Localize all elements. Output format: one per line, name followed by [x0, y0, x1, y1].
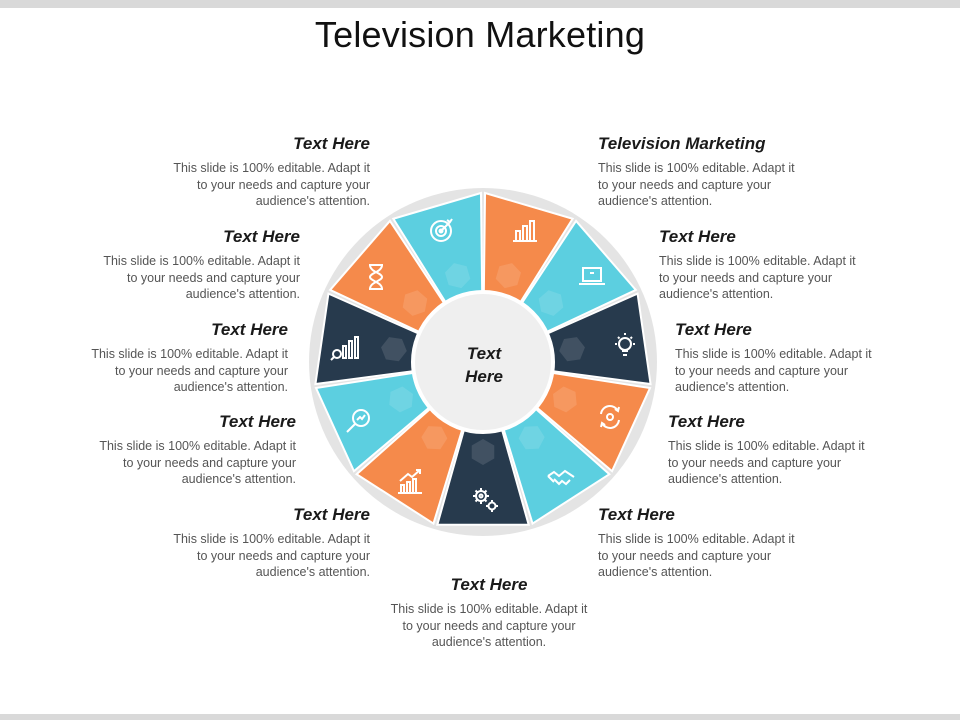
- text-block-heading: Text Here: [675, 320, 752, 339]
- text-block-heading: Text Here: [450, 575, 528, 594]
- text-block-bottom-center: Text Here This slide is 100% editable. A…: [364, 575, 614, 651]
- growth-chart-icon: [394, 465, 426, 497]
- text-block-right-2: Text Here This slide is 100% editable. A…: [659, 227, 909, 303]
- text-block-line: audience's attention.: [675, 380, 790, 394]
- text-block-line: This slide is 100% editable. Adapt it: [99, 439, 296, 453]
- handshake-icon: [545, 462, 577, 494]
- text-block-line: to your needs and capture your: [122, 455, 296, 470]
- text-block-line: This slide is 100% editable. Adapt it: [103, 254, 300, 268]
- text-block-line: to your needs and capture your: [598, 548, 772, 563]
- slide-title: Television Marketing: [314, 14, 646, 55]
- text-block-line: This slide is 100% editable. Adapt it: [598, 532, 795, 546]
- target-icon: [425, 214, 457, 246]
- segment-hexagon-decoration: [445, 263, 471, 289]
- text-block-heading: Text Here: [223, 227, 300, 246]
- magnifier-chart-icon: [343, 405, 375, 437]
- text-block-line: audience's attention.: [185, 287, 300, 301]
- segment-hexagon-decoration: [538, 290, 564, 316]
- center-circle: [411, 290, 555, 434]
- segment-hexagon-decoration: [421, 426, 448, 450]
- lightbulb-icon: [609, 329, 641, 361]
- text-block-line: to your needs and capture your: [402, 618, 576, 633]
- text-block-line: audience's attention.: [659, 287, 774, 301]
- text-block-top-right: Television Marketing This slide is 100% …: [598, 134, 848, 210]
- text-block-line: This slide is 100% editable. Adapt it: [668, 439, 865, 453]
- segment-hexagon-decoration: [495, 263, 521, 289]
- text-block-right-4: Text Here This slide is 100% editable. A…: [668, 412, 918, 488]
- text-block-heading: Text Here: [293, 134, 370, 153]
- text-block-line: audience's attention.: [598, 194, 713, 208]
- text-block-line: audience's attention.: [431, 635, 547, 649]
- text-block-line: to your needs and capture your: [668, 455, 842, 470]
- bottom-bar: [0, 714, 960, 720]
- text-block-heading: Text Here: [211, 320, 288, 339]
- text-block-line: This slide is 100% editable. Adapt it: [173, 532, 370, 546]
- text-block-heading: Text Here: [659, 227, 736, 246]
- top-bar: [0, 0, 960, 8]
- text-block-line: to your needs and capture your: [675, 363, 849, 378]
- text-block-line: This slide is 100% editable. Adapt it: [91, 347, 288, 361]
- laptop-icon: [576, 260, 608, 292]
- text-block-bottom-right: Text Here This slide is 100% editable. A…: [598, 505, 848, 581]
- segment-hexagon-decoration: [553, 386, 577, 413]
- segment-hexagon-decoration: [402, 290, 428, 316]
- segment-hexagon-decoration: [559, 337, 585, 362]
- text-block-line: This slide is 100% editable. Adapt it: [598, 161, 795, 175]
- text-block-line: audience's attention.: [598, 565, 713, 579]
- analytics-magnifier-icon: [329, 332, 361, 364]
- text-block-heading: Text Here: [668, 412, 745, 431]
- text-block-left-3: Text Here This slide is 100% editable. A…: [38, 320, 288, 396]
- text-block-line: audience's attention.: [255, 565, 370, 579]
- text-block-left-4: Text Here This slide is 100% editable. A…: [46, 412, 296, 488]
- text-block-line: to your needs and capture your: [196, 177, 370, 192]
- text-block-line: to your needs and capture your: [126, 270, 300, 285]
- text-block-line: audience's attention.: [181, 472, 296, 486]
- text-block-line: to your needs and capture your: [598, 177, 772, 192]
- center-label-line-1: Text: [466, 344, 502, 363]
- text-block-heading: Television Marketing: [598, 134, 766, 153]
- text-block-bottom-left: Text Here This slide is 100% editable. A…: [120, 505, 370, 581]
- center-label: Text Here: [434, 342, 534, 388]
- gears-icon: [469, 483, 501, 515]
- segment-hexagon-decoration: [389, 386, 413, 413]
- text-block-heading: Text Here: [293, 505, 370, 524]
- text-block-line: This slide is 100% editable. Adapt it: [173, 161, 370, 175]
- text-block-line: to your needs and capture your: [659, 270, 833, 285]
- text-block-heading: Text Here: [598, 505, 675, 524]
- center-label-line-2: Here: [465, 367, 503, 386]
- refresh-gear-icon: [594, 401, 626, 433]
- text-block-left-2: Text Here This slide is 100% editable. A…: [50, 227, 300, 303]
- segment-hexagon-decoration: [471, 439, 495, 465]
- bar-chart-icon: [509, 213, 541, 245]
- text-block-top-left: Text Here This slide is 100% editable. A…: [120, 134, 370, 210]
- hourglass-icon: [360, 261, 392, 293]
- text-block-line: audience's attention.: [255, 194, 370, 208]
- text-block-right-3: Text Here This slide is 100% editable. A…: [675, 320, 925, 396]
- text-block-line: to your needs and capture your: [196, 548, 370, 563]
- segment-hexagon-decoration: [381, 337, 407, 362]
- text-block-line: This slide is 100% editable. Adapt it: [675, 347, 872, 361]
- text-block-line: audience's attention.: [173, 380, 288, 394]
- text-block-line: to your needs and capture your: [114, 363, 288, 378]
- text-block-line: This slide is 100% editable. Adapt it: [390, 602, 588, 616]
- text-block-heading: Text Here: [219, 412, 296, 431]
- text-block-line: This slide is 100% editable. Adapt it: [659, 254, 856, 268]
- text-block-line: audience's attention.: [668, 472, 783, 486]
- segment-hexagon-decoration: [518, 426, 545, 450]
